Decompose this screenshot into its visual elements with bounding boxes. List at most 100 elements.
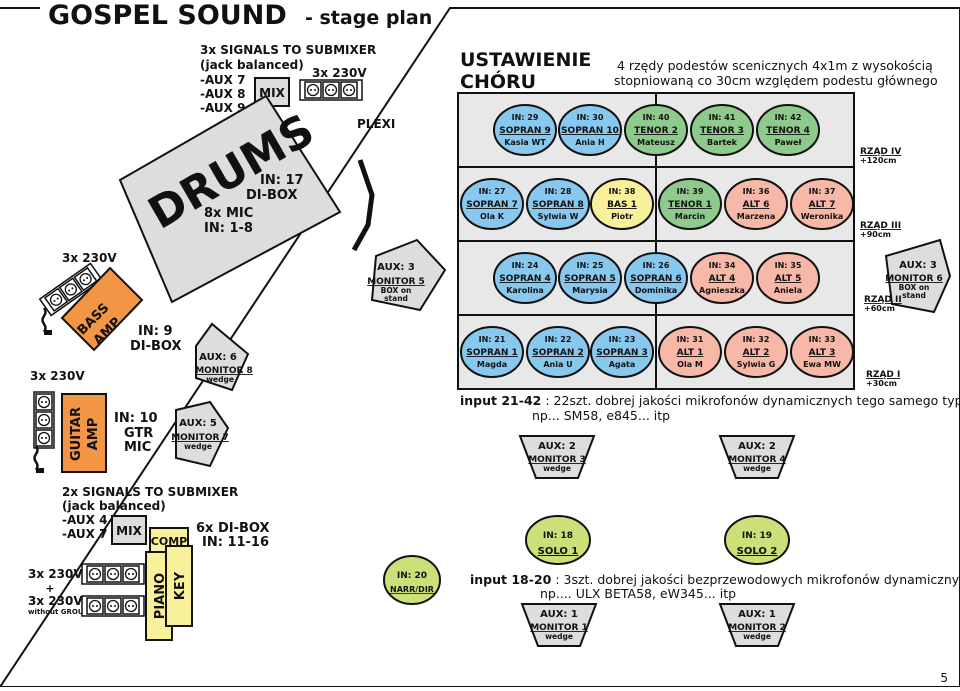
monitor-aux: AUX: 1 bbox=[540, 609, 578, 620]
monitor-aux: AUX: 5 bbox=[179, 418, 217, 429]
piano-label: PIANO bbox=[153, 573, 168, 619]
singer-input: IN: 40 bbox=[643, 113, 670, 122]
monitor-6: AUX: 3 MONITOR 6 BOX on stand bbox=[884, 238, 952, 314]
bass-in-line1: IN: 9 bbox=[138, 324, 173, 339]
page-number: 5 bbox=[940, 671, 948, 685]
keys-comp-label: COMP bbox=[151, 535, 187, 548]
singer-part: ALT 7 bbox=[809, 200, 836, 210]
svg-text:+90cm: +90cm bbox=[860, 230, 891, 239]
soloist-2: IN: 19 SOLO 2 bbox=[724, 515, 790, 565]
keys-submixer-line3: -AUX 4 bbox=[62, 513, 107, 527]
drums-submixer-line4: -AUX 8 bbox=[200, 87, 245, 101]
drums-submixer-line1: 3x SIGNALS TO SUBMIXER bbox=[200, 43, 376, 57]
monitor-type: wedge bbox=[543, 464, 571, 473]
singer-input: IN: 29 bbox=[512, 113, 539, 122]
keys-power-strip-1 bbox=[81, 563, 145, 585]
singer-input: IN: 42 bbox=[775, 113, 802, 122]
monitor-type: BOX on bbox=[899, 283, 930, 292]
singer-input: IN: 41 bbox=[709, 113, 736, 122]
row-label-1: RZĄD I +30cm bbox=[866, 370, 900, 388]
page-frame bbox=[0, 7, 960, 688]
monitor-aux: AUX: 6 bbox=[199, 352, 237, 363]
singer-name: Mateusz bbox=[637, 138, 675, 147]
singer-input: IN: 37 bbox=[809, 187, 836, 196]
guitar-amp-label-1: GUITAR bbox=[69, 407, 84, 461]
singer-name: Bartek bbox=[707, 138, 738, 147]
choir-title-line1: USTAWIENIE bbox=[460, 49, 591, 71]
soloist-in: IN: 18 bbox=[543, 531, 573, 541]
svg-text:RZĄD II: RZĄD II bbox=[864, 295, 902, 305]
plexi-shield bbox=[351, 159, 375, 252]
choir-input-note-2: np... SM58, e845... itp bbox=[532, 408, 670, 423]
monitor-name: MONITOR 2 bbox=[728, 623, 786, 633]
guitar-power-label: 3x 230V bbox=[30, 369, 85, 383]
singer-part: TENOR 3 bbox=[700, 126, 744, 136]
monitor-aux: AUX: 2 bbox=[738, 441, 776, 452]
singer-part: SOPRAN 5 bbox=[564, 274, 616, 284]
monitor-aux: AUX: 2 bbox=[538, 441, 576, 452]
singer-name: Weronika bbox=[801, 212, 844, 221]
singer-input: IN: 30 bbox=[577, 113, 604, 122]
singer-part: SOPRAN 10 bbox=[561, 126, 619, 136]
monitor-type-2: stand bbox=[384, 294, 408, 303]
bass-in-line2: DI-BOX bbox=[130, 339, 182, 354]
bass-power-strip bbox=[38, 262, 103, 317]
keys-power1-label: 3x 230V bbox=[28, 567, 83, 581]
singer-input: IN: 27 bbox=[479, 187, 506, 196]
keys-submixer-line2: (jack balanced) bbox=[62, 499, 166, 513]
monitor-type: wedge bbox=[206, 375, 234, 384]
keys-power2-note: without GROUND bbox=[28, 608, 95, 616]
choir-title-line2: CHÓRU bbox=[460, 69, 536, 93]
singer-name: Kasia WT bbox=[504, 138, 546, 147]
singer-input: IN: 32 bbox=[743, 335, 770, 344]
singer-part: SOPRAN 3 bbox=[596, 348, 648, 358]
drums-mic-line2: IN: 1-8 bbox=[204, 221, 253, 236]
singer-part: ALT 4 bbox=[709, 274, 736, 284]
singer-input: IN: 36 bbox=[743, 187, 770, 196]
drums-mic-line1: 8x MIC bbox=[204, 206, 253, 221]
svg-text:RZĄD IV: RZĄD IV bbox=[860, 147, 901, 157]
singer-part: BAS 1 bbox=[607, 200, 637, 210]
keys-power-strip-2 bbox=[81, 595, 145, 617]
row-label-3: RZĄD III +90cm bbox=[860, 221, 901, 239]
singer-name: Marysia bbox=[572, 286, 607, 295]
singer-name: Aniela bbox=[774, 286, 802, 295]
row-label-2: RZĄD II +60cm bbox=[864, 295, 902, 313]
singer-part: SOPRAN 1 bbox=[466, 348, 518, 358]
singer-input: IN: 24 bbox=[512, 261, 539, 270]
keyboard-label: KEY bbox=[173, 571, 188, 600]
bass-power-label: 3x 230V bbox=[62, 251, 117, 265]
drums-dibox-line2: DI-BOX bbox=[246, 188, 298, 203]
singer-name: Paweł bbox=[775, 138, 803, 147]
drums-submixer-line2: (jack balanced) bbox=[200, 58, 304, 72]
monitor-aux: AUX: 3 bbox=[899, 260, 937, 271]
page-subtitle: - stage plan bbox=[305, 7, 432, 29]
soloist-in: IN: 19 bbox=[742, 531, 772, 541]
monitor-type: wedge bbox=[743, 464, 771, 473]
soloist-1: IN: 18 SOLO 1 bbox=[525, 515, 591, 565]
choir-input-note: input 21-42 : 22szt. dobrej jakości mikr… bbox=[460, 393, 960, 408]
monitor-name: MONITOR 1 bbox=[530, 623, 588, 633]
soloist-part: SOLO 1 bbox=[538, 546, 579, 557]
keys-mix-label: MIX bbox=[116, 524, 142, 538]
solo-input-note-2: np.... ULX BETA58, eW345... itp bbox=[540, 586, 736, 601]
drums-submixer-line3: -AUX 7 bbox=[200, 73, 245, 87]
drums-power-label: 3x 230V bbox=[312, 66, 367, 80]
singer-input: IN: 31 bbox=[677, 335, 704, 344]
keys-submixer-line4: -AUX 7 bbox=[62, 527, 107, 541]
monitor-name: MONITOR 6 bbox=[885, 274, 943, 284]
singer-part: SOPRAN 7 bbox=[466, 200, 518, 210]
singer-input: IN: 26 bbox=[643, 261, 670, 270]
singer-input: IN: 25 bbox=[577, 261, 604, 270]
singer-name: Sylwia W bbox=[538, 212, 579, 221]
